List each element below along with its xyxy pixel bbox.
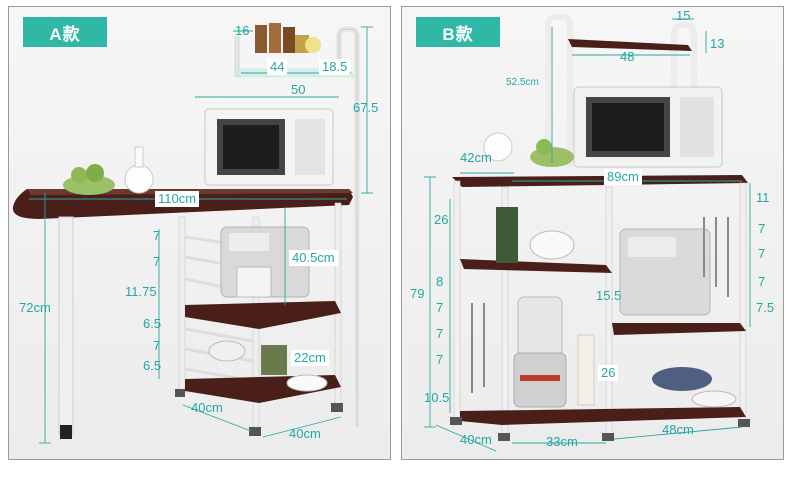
dim-upright: 52.5cm <box>506 77 539 88</box>
dim-mid-width: 50 <box>291 82 306 97</box>
dim-main-width: 89cm <box>604 169 642 185</box>
variant-label: B款 <box>416 17 500 47</box>
dim-depth: 40cm <box>191 400 223 415</box>
dim-mid-gap: 15.5 <box>596 288 622 303</box>
dim-width-1: 33cm <box>546 434 578 449</box>
dim-left-width: 42cm <box>460 150 492 165</box>
dim-left-6: 10.5 <box>424 390 450 405</box>
dim-rack-height: 67.5 <box>353 100 379 115</box>
dim-gap-6: 6.5 <box>143 358 162 373</box>
dim-right-1: 11 <box>756 190 770 205</box>
dim-gap-3: 11.75 <box>125 284 157 299</box>
dim-width-2: 48cm <box>662 422 694 437</box>
dim-width: 40cm <box>289 426 321 441</box>
dim-left-5: 7 <box>436 352 444 367</box>
dim-side-height: 40.5cm <box>289 250 338 266</box>
rack-illustration-b <box>424 14 751 452</box>
dim-depth: 40cm <box>460 432 492 447</box>
dim-top-width: 16 <box>235 23 250 38</box>
dim-top-shelf: 44 <box>267 59 288 75</box>
dim-top-shelf: 48 <box>620 49 635 64</box>
dim-gap-2: 7 <box>153 254 161 269</box>
dim-top-depth: 15 <box>676 8 691 23</box>
dim-table-width: 110cm <box>155 191 200 207</box>
dim-top-height: 13 <box>710 36 725 51</box>
dim-right-5: 7.5 <box>756 300 775 315</box>
dim-total-height: 79 <box>410 286 425 301</box>
product-panel-b: B款 15 48 13 52.5cm 42cm 89cm 11 7 7 7 7.… <box>401 6 784 460</box>
dim-gap-4: 6.5 <box>143 316 162 331</box>
dim-leg-height: 72cm <box>19 300 51 315</box>
dim-left-1: 26 <box>434 212 449 227</box>
dim-right-3: 7 <box>758 246 766 261</box>
rack-illustration-a <box>12 23 373 444</box>
dim-inner: 26 <box>598 365 619 381</box>
dim-left-3: 7 <box>436 300 444 315</box>
dim-bottom-gap: 22cm <box>291 350 329 366</box>
dim-right-2: 7 <box>758 221 766 236</box>
variant-label: A款 <box>23 17 107 47</box>
dim-left-2: 8 <box>436 274 444 289</box>
dim-gap-1: 7 <box>153 228 161 243</box>
dim-gap-5: 7 <box>153 338 161 353</box>
product-panel-a: A款 16 44 18.5 50 67.5 110cm 7 7 11.75 6.… <box>8 6 391 460</box>
dim-top-height: 18.5 <box>319 59 351 75</box>
dim-left-4: 7 <box>436 326 444 341</box>
dim-right-4: 7 <box>758 274 766 289</box>
